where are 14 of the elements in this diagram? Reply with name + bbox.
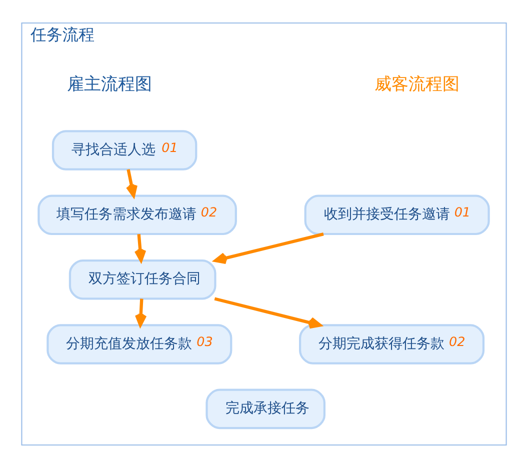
node-box: 填写任务需求发布邀请 02 — [37, 194, 236, 236]
label: 雇主流程图 — [66, 74, 152, 94]
node-box: 完成承接任务 — [205, 388, 325, 430]
label: 威客流程图 — [374, 74, 460, 94]
arrow — [134, 234, 146, 262]
node-box: 寻找合适人选 01 — [51, 130, 197, 170]
node-box: 分期完成获得任务款 02 — [298, 324, 484, 364]
arrow — [214, 232, 324, 264]
node-box: 双方签订任务合同 — [68, 259, 216, 300]
node-box: 分期充值发放任务款 03 — [46, 324, 232, 364]
arrow — [125, 169, 137, 198]
node-box: 收到并接受任务邀请 01 — [304, 194, 490, 236]
arrow — [134, 298, 146, 327]
arrow — [214, 297, 321, 329]
